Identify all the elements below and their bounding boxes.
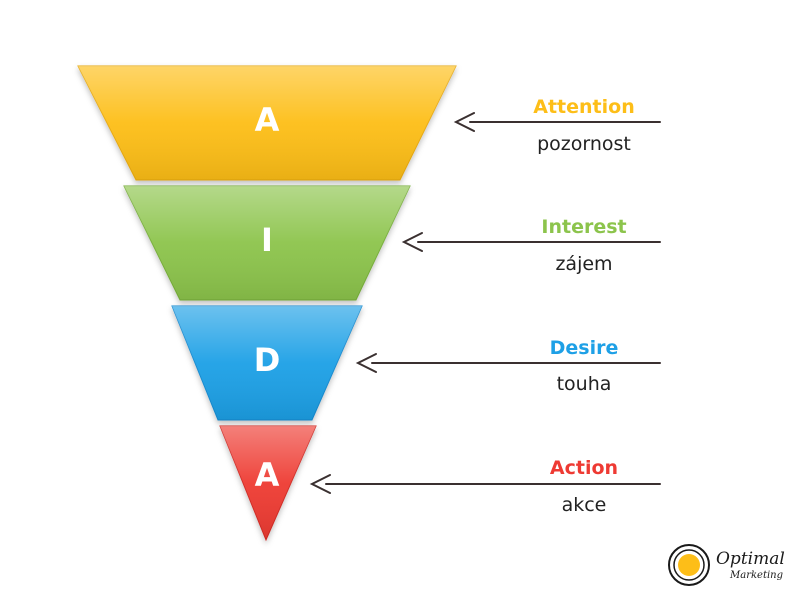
arrow-desire [355,353,661,373]
funnel-stage-attention: A [77,65,457,181]
arrow-interest [401,232,661,252]
logo-text-marketing: Marketing [729,570,783,581]
arrow-head-action [309,474,331,494]
label-attention: Attention [533,96,634,118]
logo-ring-inner [673,549,705,581]
funnel-letter-desire: D [254,341,281,379]
logo-ring-outer [668,544,710,586]
label-interest: Interest [541,216,626,238]
logo-sun-icon [678,554,700,576]
funnel-letter-attention: A [255,101,280,139]
logo-text-optimal: Optimal [716,549,785,569]
funnel-stage-desire: D [171,305,363,421]
translation-desire: touha [557,373,612,395]
funnel-segment-desire-gloss [172,306,362,420]
arrow-head-attention [453,112,475,132]
funnel-stage-interest: I [123,185,411,301]
arrow-action [309,474,661,494]
arrow-head-interest [401,232,423,252]
label-action: Action [550,457,618,479]
funnel-letter-interest: I [261,221,273,259]
funnel-letter-action: A [255,456,280,494]
translation-interest: zájem [555,253,612,275]
translation-action: akce [562,494,607,516]
translation-attention: pozornost [537,133,631,155]
arrow-head-desire [355,353,377,373]
arrow-attention [453,112,661,132]
label-desire: Desire [550,337,619,359]
funnel-stage-action: A [219,425,317,542]
funnel-segment-attention-gloss [78,66,456,180]
funnel-segment-interest-gloss [124,186,410,300]
funnel-segment-action-gloss [220,426,316,540]
optimal-marketing-logo: Optimal Marketing [668,544,785,586]
